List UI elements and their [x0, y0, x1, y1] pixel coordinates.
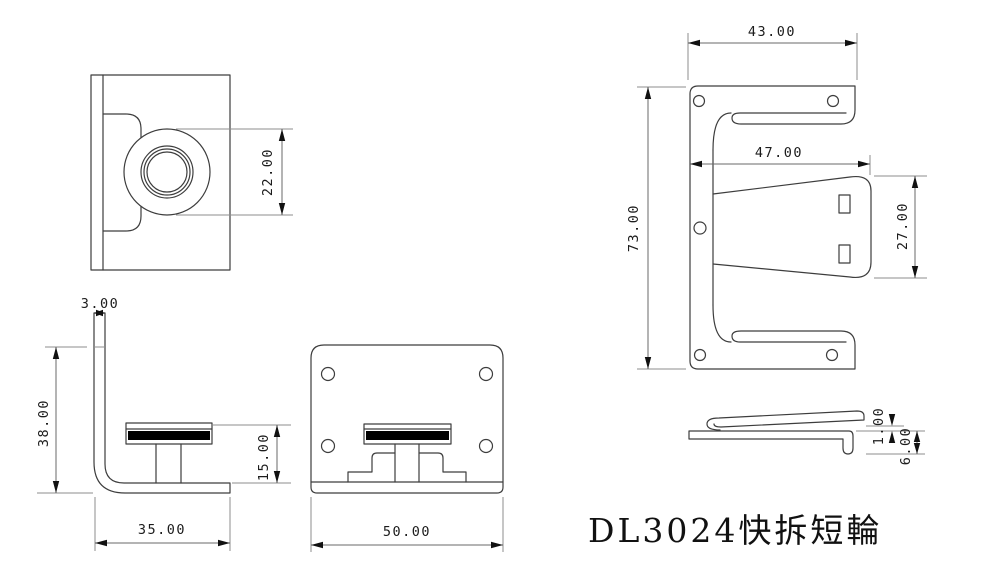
spine-top-bend — [712, 112, 732, 151]
dim-plate-width: 50.00 — [310, 497, 504, 552]
arrow-right-icon — [858, 160, 870, 168]
dim-channel-height: 73.00 — [626, 86, 686, 370]
wheel-hub-circle — [140, 145, 194, 199]
arrow-left-icon — [690, 160, 702, 168]
view-plate-front: 50.00 — [310, 344, 504, 552]
arrow-left-icon — [688, 39, 700, 47]
arrow-up-icon — [273, 425, 281, 437]
channel-bottom-arm — [689, 330, 856, 370]
tongue-plate-outline — [712, 175, 872, 279]
dim-label-channel-inner-width: 47.00 — [755, 145, 803, 161]
wheel-front-outline — [363, 423, 452, 445]
dim-label-clip-hook-height: 6.00 — [898, 427, 914, 466]
wheel-tread-band — [366, 431, 449, 440]
mount-hole — [478, 366, 494, 382]
arrow-down-icon — [644, 357, 652, 369]
arrow-down-icon — [913, 443, 921, 454]
arrow-down-icon — [278, 203, 286, 215]
arrow-up-icon — [911, 176, 919, 188]
dim-channel-top-width: 43.00 — [687, 24, 858, 80]
view-wheel-front: 22.00 — [90, 74, 293, 271]
wheel-housing-outline — [90, 74, 231, 271]
wheel-tread-band — [128, 431, 210, 440]
arrow-up-icon — [644, 87, 652, 99]
view-bracket-side: 3.00 38.00 15.00 35.00 — [36, 296, 291, 551]
arrow-up-icon — [888, 431, 896, 443]
dim-channel-inner-width: 47.00 — [690, 145, 871, 175]
dim-label-leg-thickness: 3.00 — [81, 296, 120, 312]
arrow-up-icon — [52, 347, 60, 359]
mount-hole — [692, 94, 706, 108]
arrow-left-icon — [311, 541, 323, 549]
dim-tongue-height: 27.00 — [874, 175, 927, 279]
dim-label-tongue-height: 27.00 — [895, 202, 911, 250]
dim-label-bracket-depth: 35.00 — [138, 522, 186, 538]
wheel-groove-circle — [143, 148, 191, 196]
mount-hole — [693, 348, 707, 362]
latch-slot — [838, 194, 851, 214]
channel-top-arm — [689, 85, 856, 125]
dim-bracket-height: 38.00 — [36, 346, 93, 494]
wheel-bore-circle — [146, 151, 188, 193]
mount-hole — [825, 348, 839, 362]
view-channel-side: 43.00 73.00 47.00 27.00 — [626, 24, 927, 370]
arrow-right-icon — [218, 539, 230, 547]
dim-bracket-depth: 35.00 — [94, 497, 231, 551]
pedestal-step-left — [347, 452, 396, 483]
plate-outline — [310, 344, 504, 494]
arrow-right-icon — [96, 309, 105, 317]
arrow-down-icon — [52, 481, 60, 493]
latch-slot — [838, 244, 851, 264]
arrow-down-icon — [911, 266, 919, 278]
dim-wheel-center-height: 15.00 — [213, 424, 291, 484]
mount-hole — [693, 221, 707, 235]
arrow-down-icon — [273, 471, 281, 483]
view-clip-side: 1.00 6.00 — [688, 407, 925, 466]
dim-clip-thickness: 1.00 — [856, 407, 925, 446]
mount-hole — [478, 438, 494, 454]
clip-base-outline — [688, 430, 854, 455]
arrow-up-icon — [913, 431, 921, 442]
mount-hole — [826, 94, 840, 108]
arrow-down-icon — [888, 414, 896, 426]
dim-label-wheel-od: 22.00 — [260, 148, 276, 196]
dim-label-wheel-center-height: 15.00 — [256, 433, 272, 481]
dim-leg-thickness: 3.00 — [81, 296, 120, 317]
l-bracket-outline — [93, 312, 231, 494]
spring-leaf-outline — [706, 410, 865, 431]
dim-wheel-od: 22.00 — [176, 128, 293, 216]
mount-hole — [320, 366, 336, 382]
arrow-right-icon — [845, 39, 857, 47]
arrow-left-icon — [95, 539, 107, 547]
dim-label-plate-width: 50.00 — [383, 524, 431, 540]
dim-clip-hook-height: 6.00 — [866, 427, 925, 466]
drawing-title: DL3024快拆短輪 — [588, 511, 882, 550]
arrow-right-icon — [491, 541, 503, 549]
spine-bottom-bend — [712, 304, 732, 343]
dim-label-channel-top-width: 43.00 — [748, 24, 796, 40]
pedestal-step-right — [418, 452, 467, 483]
dim-label-channel-height: 73.00 — [626, 204, 642, 252]
wheel-outer-circle — [123, 128, 211, 216]
dim-label-bracket-height: 38.00 — [36, 399, 52, 447]
dim-label-clip-thickness: 1.00 — [871, 407, 887, 446]
wheel-side-outline — [125, 422, 213, 445]
mount-hole — [320, 438, 336, 454]
arrow-up-icon — [278, 129, 286, 141]
